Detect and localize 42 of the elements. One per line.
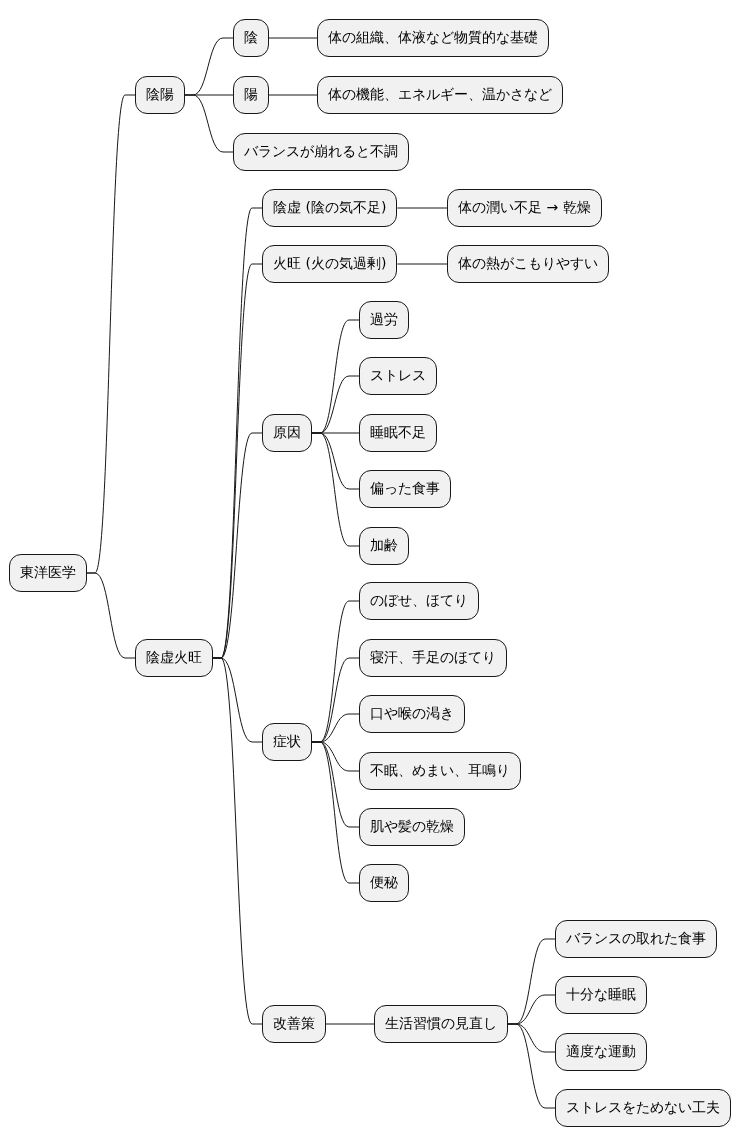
topic-box: 偏った食事 — [359, 470, 451, 508]
topic-box: 生活習慣の見直し — [374, 1005, 508, 1043]
topic-box: 陰虚火旺 — [135, 639, 213, 677]
topic-box: 症状 — [262, 723, 312, 761]
connector-line — [396, 207, 448, 209]
topic-box: 陰 — [233, 19, 269, 57]
connector-line — [184, 94, 234, 153]
topic-box: 十分な睡眠 — [555, 976, 647, 1014]
topic-box: 体の機能、エネルギー、温かさなど — [317, 76, 563, 114]
topic-box: ストレス — [359, 357, 437, 395]
connector-line — [212, 657, 263, 1025]
topic-box: 過労 — [359, 301, 409, 339]
connector-line — [396, 263, 448, 265]
connector-line — [311, 741, 360, 884]
topic-box: 東洋医学 — [9, 554, 87, 592]
topic-box: 陰陽 — [135, 76, 185, 114]
topic-box: 体の組織、体液など物質的な基礎 — [317, 19, 549, 57]
topic-box: のぼせ、ほてり — [359, 582, 479, 620]
topic-box: バランスの取れた食事 — [555, 920, 717, 958]
topic-box: 改善策 — [262, 1005, 326, 1043]
topic-box: 肌や髪の乾燥 — [359, 808, 465, 846]
connector-line — [311, 432, 360, 547]
topic-box: 陰虚 (陰の気不足) — [262, 189, 398, 227]
topic-box: 口や喉の渇き — [359, 695, 465, 733]
connector-line — [86, 572, 136, 659]
topic-box: 原因 — [262, 414, 312, 452]
topic-box: 寝汗、手足のほてり — [359, 639, 507, 677]
topic-box: 火旺 (火の気過剰) — [262, 245, 398, 283]
topic-box: 体の熱がこもりやすい — [447, 245, 609, 283]
topic-box: バランスが崩れると不調 — [233, 133, 409, 171]
connector-line — [268, 94, 318, 96]
connector-line — [325, 1023, 375, 1025]
topic-box: 便秘 — [359, 864, 409, 902]
topic-box: 適度な運動 — [555, 1033, 647, 1071]
topic-box: ストレスをためない工夫 — [555, 1089, 731, 1127]
topic-box: 睡眠不足 — [359, 414, 437, 452]
connector-line — [268, 37, 318, 39]
topic-box: 不眠、めまい、耳鳴り — [359, 752, 521, 790]
connector-line — [507, 1023, 556, 1109]
topic-box: 体の潤い不足 → 乾燥 — [447, 189, 602, 227]
topic-box: 陽 — [233, 76, 269, 114]
topic-box: 加齢 — [359, 527, 409, 565]
